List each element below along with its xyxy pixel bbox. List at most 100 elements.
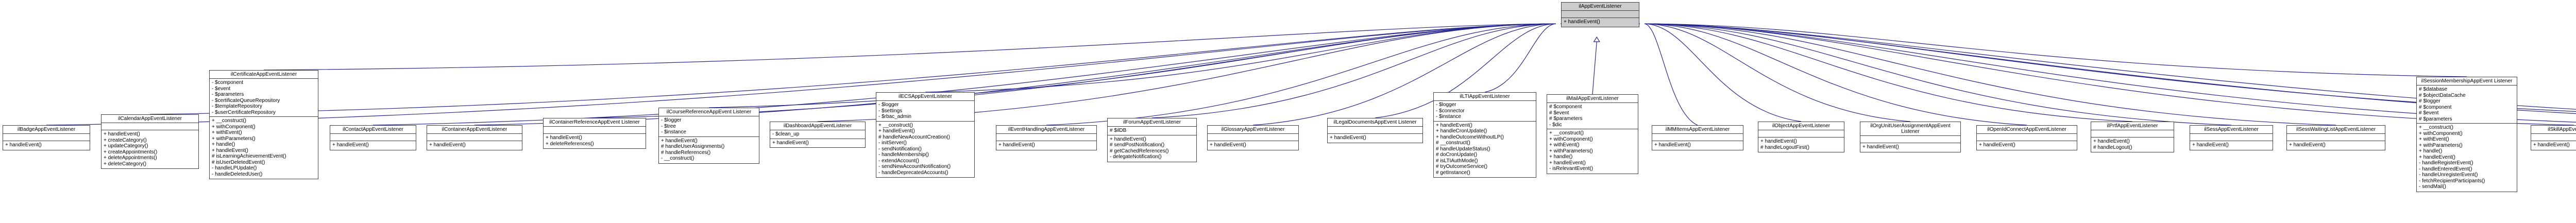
class-operation: + withEvent() — [212, 130, 242, 135]
class-node-operations: + handleEvent()+ deleteReferences() — [544, 134, 646, 148]
inheritance-edge — [1592, 41, 1597, 95]
class-node-containerref[interactable]: ilContainerReferenceAppEvent Listener + h… — [543, 118, 646, 149]
class-node-mail[interactable]: ilMailAppEventListener# $component# $eve… — [1547, 94, 1638, 174]
class-node-forum[interactable]: ilForumAppEventListener# $ilDB+ handleEv… — [1107, 118, 1197, 162]
class-node-operations: + handleEvent() — [1208, 141, 1298, 150]
class-attribute: - $connector — [1436, 108, 1465, 114]
class-operation: + handleEvent() — [1654, 142, 1691, 148]
class-operation: + handleEvent() — [1210, 142, 1246, 148]
class-operation: - delegateNotification() — [1110, 154, 1162, 160]
class-node-operations: + __construct()+ withComponent()+ withEv… — [2417, 124, 2517, 192]
class-node-badge[interactable]: ilBadgeAppEventListener+ handleEvent() — [3, 125, 90, 150]
class-node-sess[interactable]: ilSessAppEventListener+ handleEvent() — [2190, 125, 2273, 150]
class-node-title: ilOpenIdConnectAppEventListener — [1977, 126, 2077, 134]
class-node-title: ilMMItemsAppEventListener — [1652, 126, 1743, 134]
class-node-attributes — [2531, 134, 2576, 141]
class-node-openidconnect[interactable]: ilOpenIdConnectAppEventListener + handleE… — [1976, 125, 2077, 150]
class-node-eventhandling[interactable]: ilEventHandlingAppEventListener+ handleE… — [996, 125, 1097, 150]
class-node-attributes: - $logger- $tree- $instance — [659, 116, 759, 137]
class-attribute: # $event — [1549, 110, 1569, 116]
class-node-ecs[interactable]: ilECSAppEventListener- $logger- $setting… — [876, 92, 975, 178]
class-operation: + handleEvent() — [1564, 19, 1600, 25]
class-node-operations: + handleEvent() — [1860, 143, 1960, 152]
class-node-skill[interactable]: ilSkillAppEventListener + handleEvent() — [2531, 125, 2576, 150]
class-attribute: - $instance — [661, 129, 686, 135]
class-operation: + handleEvent() — [5, 142, 42, 148]
class-node-attributes — [101, 123, 198, 130]
class-node-legal[interactable]: ilLegalDocumentsAppEvent Listener + handl… — [1327, 118, 1423, 143]
class-node-sesswaiting[interactable]: ilSessWaitingListAppEventListener+ handl… — [2286, 125, 2385, 150]
class-node-operations: + handleEvent() — [2531, 141, 2576, 150]
class-node-operations: + __construct()+ withComponent()+ withEv… — [210, 117, 318, 179]
class-operation: + withParameters() — [1549, 148, 1593, 154]
class-node-lti[interactable]: ilLTIAppEventListener- $logger- $connect… — [1433, 92, 1536, 178]
class-attribute: # $ilDB — [1110, 128, 1127, 133]
class-node-attributes — [2190, 134, 2273, 141]
class-operation: + __construct() — [2419, 125, 2453, 130]
class-node-attributes: # $ilDB — [1108, 127, 1196, 135]
class-operation: - sendNewAccountNotification() — [878, 164, 951, 169]
class-operation: + handle() — [2419, 148, 2443, 154]
class-node-attributes: - $component- $event- $parameters- $cert… — [210, 79, 318, 117]
class-node-title: ilLegalDocumentsAppEvent Listener — [1328, 118, 1422, 127]
class-node-root[interactable]: ilAppEventListener+ handleEvent() — [1561, 2, 1639, 27]
class-operation: - handleMembership() — [878, 152, 929, 158]
class-node-orgunit[interactable]: ilOrgUnitUserAssignmentAppEvent Listener… — [1860, 122, 1961, 152]
inheritance-edge — [1644, 23, 2467, 77]
class-node-attributes — [2287, 134, 2385, 141]
class-operation: + withComponent() — [1549, 136, 1593, 142]
class-node-attributes — [544, 127, 646, 134]
class-attribute: # $database — [2419, 87, 2448, 92]
class-node-title: ilMailAppEventListener — [1547, 95, 1638, 103]
class-node-dashboard[interactable]: ilDashboardAppEventListener- $clean_up+ … — [770, 122, 866, 148]
class-operation: - handleDeletedUser() — [212, 171, 263, 177]
class-node-title: ilLTIAppEventListener — [1434, 93, 1536, 101]
class-node-operations: + handleEvent()# handleUserAssignments()… — [659, 137, 759, 163]
class-node-title: ilForumAppEventListener — [1108, 118, 1196, 127]
class-attribute: - $logger — [661, 117, 682, 123]
class-operation: + handleEvent() — [661, 138, 698, 144]
inheritance-edge — [1644, 23, 1911, 122]
class-operation: # handleReferences() — [661, 149, 711, 156]
class-node-operations: + __construct()+ handleEvent()# handleNe… — [876, 122, 974, 178]
class-operation: + deleteAppointments() — [104, 155, 157, 161]
class-attribute: # $logger — [2419, 98, 2441, 104]
class-operation: + handle() — [1549, 154, 1573, 160]
class-node-attributes — [3, 134, 90, 141]
class-attribute: - $logger — [878, 102, 899, 108]
inheritance-edge — [1644, 23, 1698, 126]
class-node-container[interactable]: ilContainerAppEventListener+ handleEvent… — [427, 125, 522, 150]
class-node-attributes — [1562, 11, 1639, 18]
class-node-title: ilContainerReferenceAppEvent Listener — [544, 118, 646, 127]
class-node-certificate[interactable]: ilCertificateAppEventListener- $componen… — [209, 70, 318, 179]
class-node-prtf[interactable]: ilPrtfAppEventListener+ handleEvent()# h… — [2091, 122, 2174, 152]
class-operation: + handleEvent() — [332, 142, 369, 148]
class-node-contact[interactable]: ilContactAppEventListener + handleEvent() — [330, 125, 416, 150]
class-node-attributes — [330, 134, 416, 141]
class-node-title: ilCalendarAppEventListener — [101, 115, 198, 123]
class-operation: + handleEvent() — [998, 142, 1035, 148]
class-node-glossary[interactable]: ilGlossaryAppEventListener+ handleEvent(… — [1207, 125, 1299, 150]
class-node-courseref[interactable]: ilCourseReferenceAppEvent Listener- $log… — [658, 108, 759, 164]
class-node-title: ilPrtfAppEventListener — [2091, 122, 2174, 130]
class-node-operations: + handleEvent() — [1562, 18, 1639, 27]
class-operation: + withParameters() — [212, 135, 256, 142]
class-attribute: - $event — [212, 85, 231, 92]
class-operation: + handleEvent() — [1979, 142, 2015, 148]
class-node-attributes — [1977, 134, 2077, 141]
class-node-sessmembership[interactable]: ilSessionMembershipAppEvent Listener# $d… — [2416, 77, 2517, 192]
class-operation: + handleEvent() — [1436, 122, 1472, 128]
class-node-attributes — [427, 134, 522, 141]
class-node-title: ilSkillAppEventListener — [2531, 126, 2576, 134]
class-node-object[interactable]: ilObjectAppEventListener+ handleEvent()#… — [1758, 122, 1844, 152]
class-operation: + handleEvent() — [1330, 135, 1366, 141]
class-operation: # handleUserAssignments() — [661, 144, 725, 149]
class-node-mmitem[interactable]: ilMMItemsAppEventListener + handleEvent() — [1652, 125, 1743, 150]
class-operation: - extendAccount() — [878, 158, 919, 164]
class-node-title: ilECSAppEventListener — [876, 93, 974, 101]
class-node-title: ilContactAppEventListener — [330, 126, 416, 134]
class-node-calendar[interactable]: ilCalendarAppEventListener+ handleEvent(… — [101, 114, 199, 169]
class-node-title: ilCertificateAppEventListener — [210, 71, 318, 79]
